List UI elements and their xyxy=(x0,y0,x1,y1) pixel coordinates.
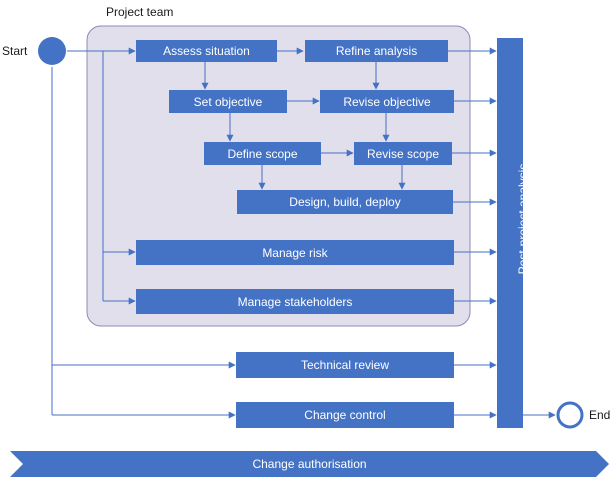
assess-box xyxy=(136,40,277,62)
design-box xyxy=(237,190,453,214)
change-authorisation-arrow xyxy=(10,451,609,477)
change-control-box xyxy=(236,402,454,428)
technical-box xyxy=(236,352,454,378)
set-objective-box xyxy=(169,90,287,113)
project-team-group xyxy=(86,25,471,327)
revise-objective-box xyxy=(320,90,454,113)
risk-box xyxy=(136,240,454,265)
post-project-label: Post-project analysis xyxy=(516,163,530,275)
stakeholders-box xyxy=(136,289,454,314)
post-project-box xyxy=(497,38,523,428)
connectors xyxy=(51,47,556,419)
start-node xyxy=(38,37,66,65)
define-scope-box xyxy=(204,142,321,165)
revise-scope-box xyxy=(354,142,452,165)
refine-box xyxy=(305,40,448,62)
process-boxes xyxy=(10,38,609,477)
end-node xyxy=(556,401,584,429)
